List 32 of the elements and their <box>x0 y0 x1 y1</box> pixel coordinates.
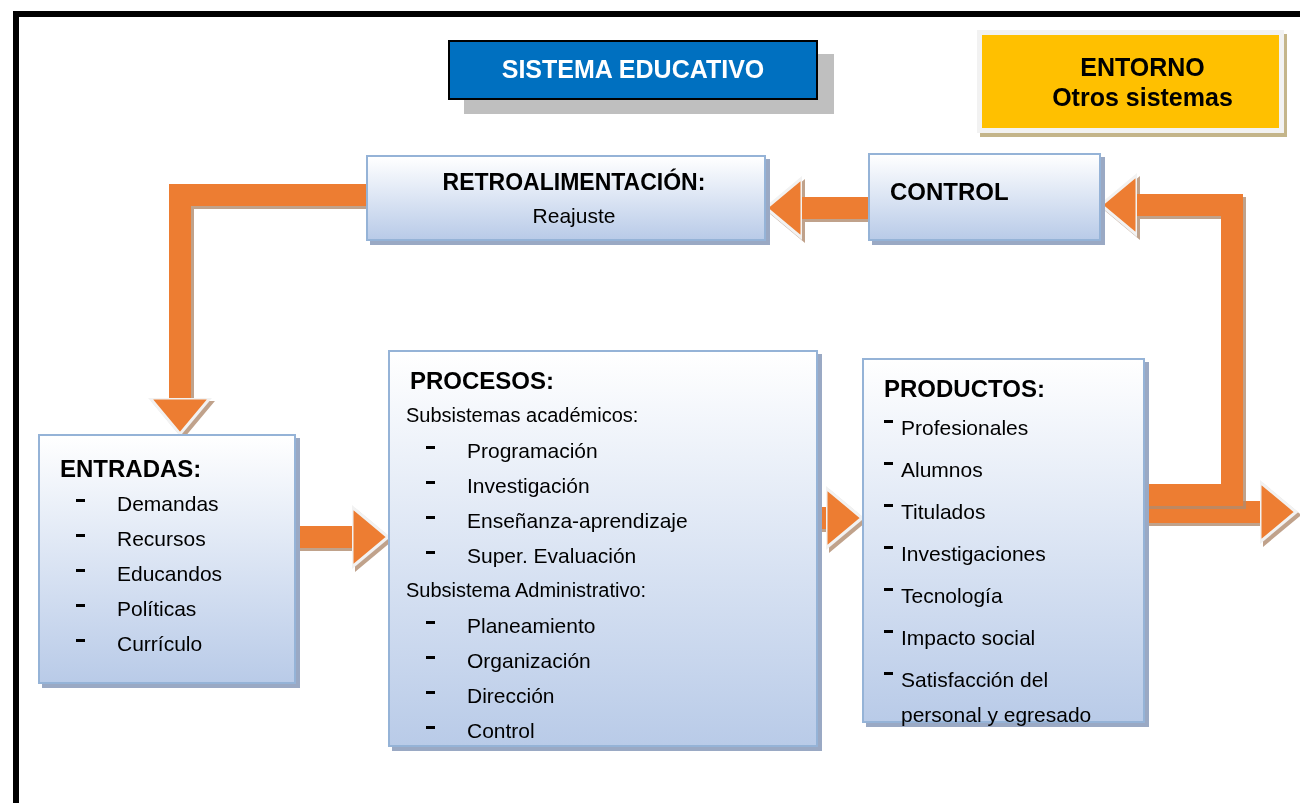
list-item: Tecnología <box>901 582 1003 609</box>
block-arrow <box>148 184 366 436</box>
title-text: SISTEMA EDUCATIVO <box>501 54 765 86</box>
list-item: Alumnos <box>901 456 983 483</box>
list-item: Profesionales <box>901 414 1029 441</box>
list-item: Programación <box>467 438 598 464</box>
list-item: Dirección <box>467 683 555 709</box>
section-label: Subsistema Administrativo: <box>406 578 648 603</box>
list-item: Super. Evaluación <box>467 543 637 569</box>
box-heading: PROCESOS: <box>410 366 556 396</box>
list-item: Investigación <box>467 473 590 499</box>
box-heading: RETROALIMENTACIÓN: <box>442 167 706 197</box>
list-item: Investigaciones <box>901 540 1046 567</box>
list-item: Satisfacción del personal y egresado <box>901 666 1093 728</box>
list-item: Organización <box>467 648 591 674</box>
list-item: Planeamiento <box>467 613 596 639</box>
section-label: Subsistemas académicos: <box>406 403 640 428</box>
list-item: Enseñanza-aprendizaje <box>467 508 688 534</box>
box-heading: CONTROL <box>890 177 1010 207</box>
list-item: Titulados <box>901 498 986 525</box>
list-item: Currículo <box>117 631 203 657</box>
environment-label: Otros sistemas <box>1052 81 1233 112</box>
box-heading: PRODUCTOS: <box>884 374 1046 404</box>
list-item: Impacto social <box>901 624 1036 651</box>
list-item: Políticas <box>117 596 197 622</box>
list-item: Educandos <box>117 561 223 587</box>
box-text: Reajuste <box>532 202 616 229</box>
list-item: Control <box>467 718 535 744</box>
box-heading: ENTRADAS: <box>60 454 203 484</box>
environment-label: ENTORNO <box>1080 51 1205 82</box>
list-item: Demandas <box>117 491 219 517</box>
list-item: Recursos <box>117 526 206 552</box>
